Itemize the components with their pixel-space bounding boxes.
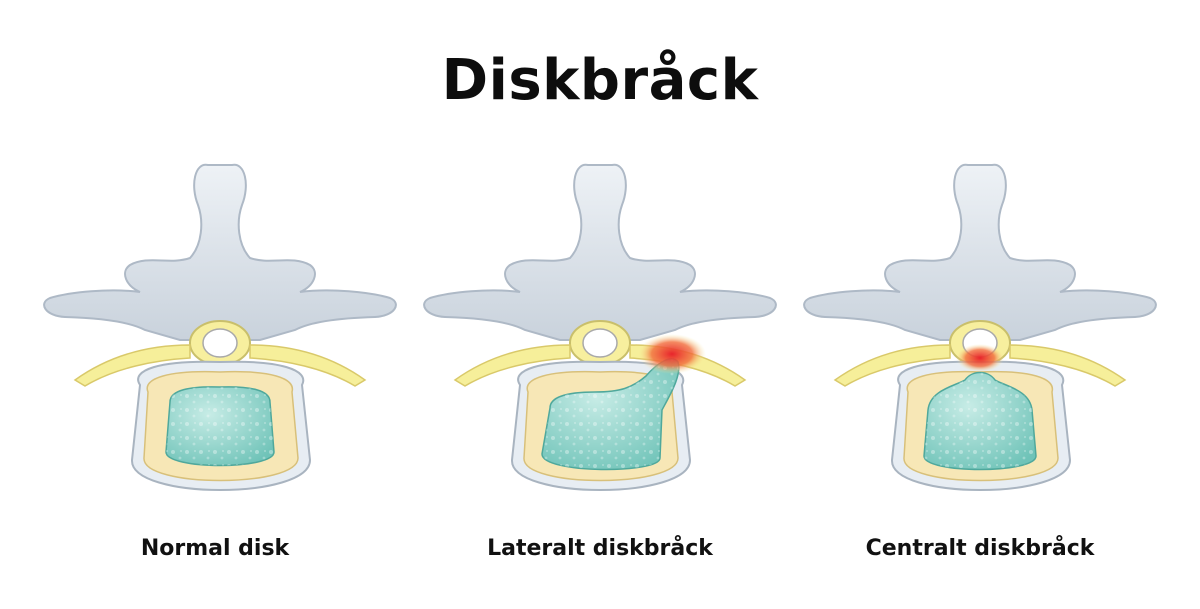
panel-central-herniation bbox=[790, 140, 1170, 500]
intervertebral-disc bbox=[130, 360, 312, 491]
spinal-cord bbox=[569, 320, 631, 366]
vertebra-normal-illustration bbox=[43, 163, 397, 491]
vertebra-bone bbox=[423, 163, 777, 341]
vertebra-central-illustration bbox=[803, 163, 1157, 491]
intervertebral-disc bbox=[510, 358, 692, 491]
panel-normal-disk bbox=[30, 140, 410, 500]
nerve-roots bbox=[833, 344, 1127, 387]
caption-normal-disk: Normal disk bbox=[140, 536, 290, 561]
spinal-cord bbox=[189, 320, 251, 366]
nerve-compression-highlight bbox=[638, 334, 706, 374]
vertebra-lateral-illustration bbox=[423, 163, 777, 491]
caption-lateral-herniation: Lateralt diskbråck bbox=[487, 536, 713, 561]
nerve-roots bbox=[73, 344, 367, 387]
intervertebral-disc bbox=[890, 360, 1072, 491]
vertebra-bone bbox=[803, 163, 1157, 341]
cord-compression-highlight bbox=[956, 344, 1004, 372]
caption-central-herniation: Centralt diskbråck bbox=[865, 536, 1095, 561]
page-title: Diskbråck bbox=[441, 48, 759, 113]
vertebra-bone bbox=[43, 163, 397, 341]
panel-lateral-herniation bbox=[410, 140, 790, 500]
